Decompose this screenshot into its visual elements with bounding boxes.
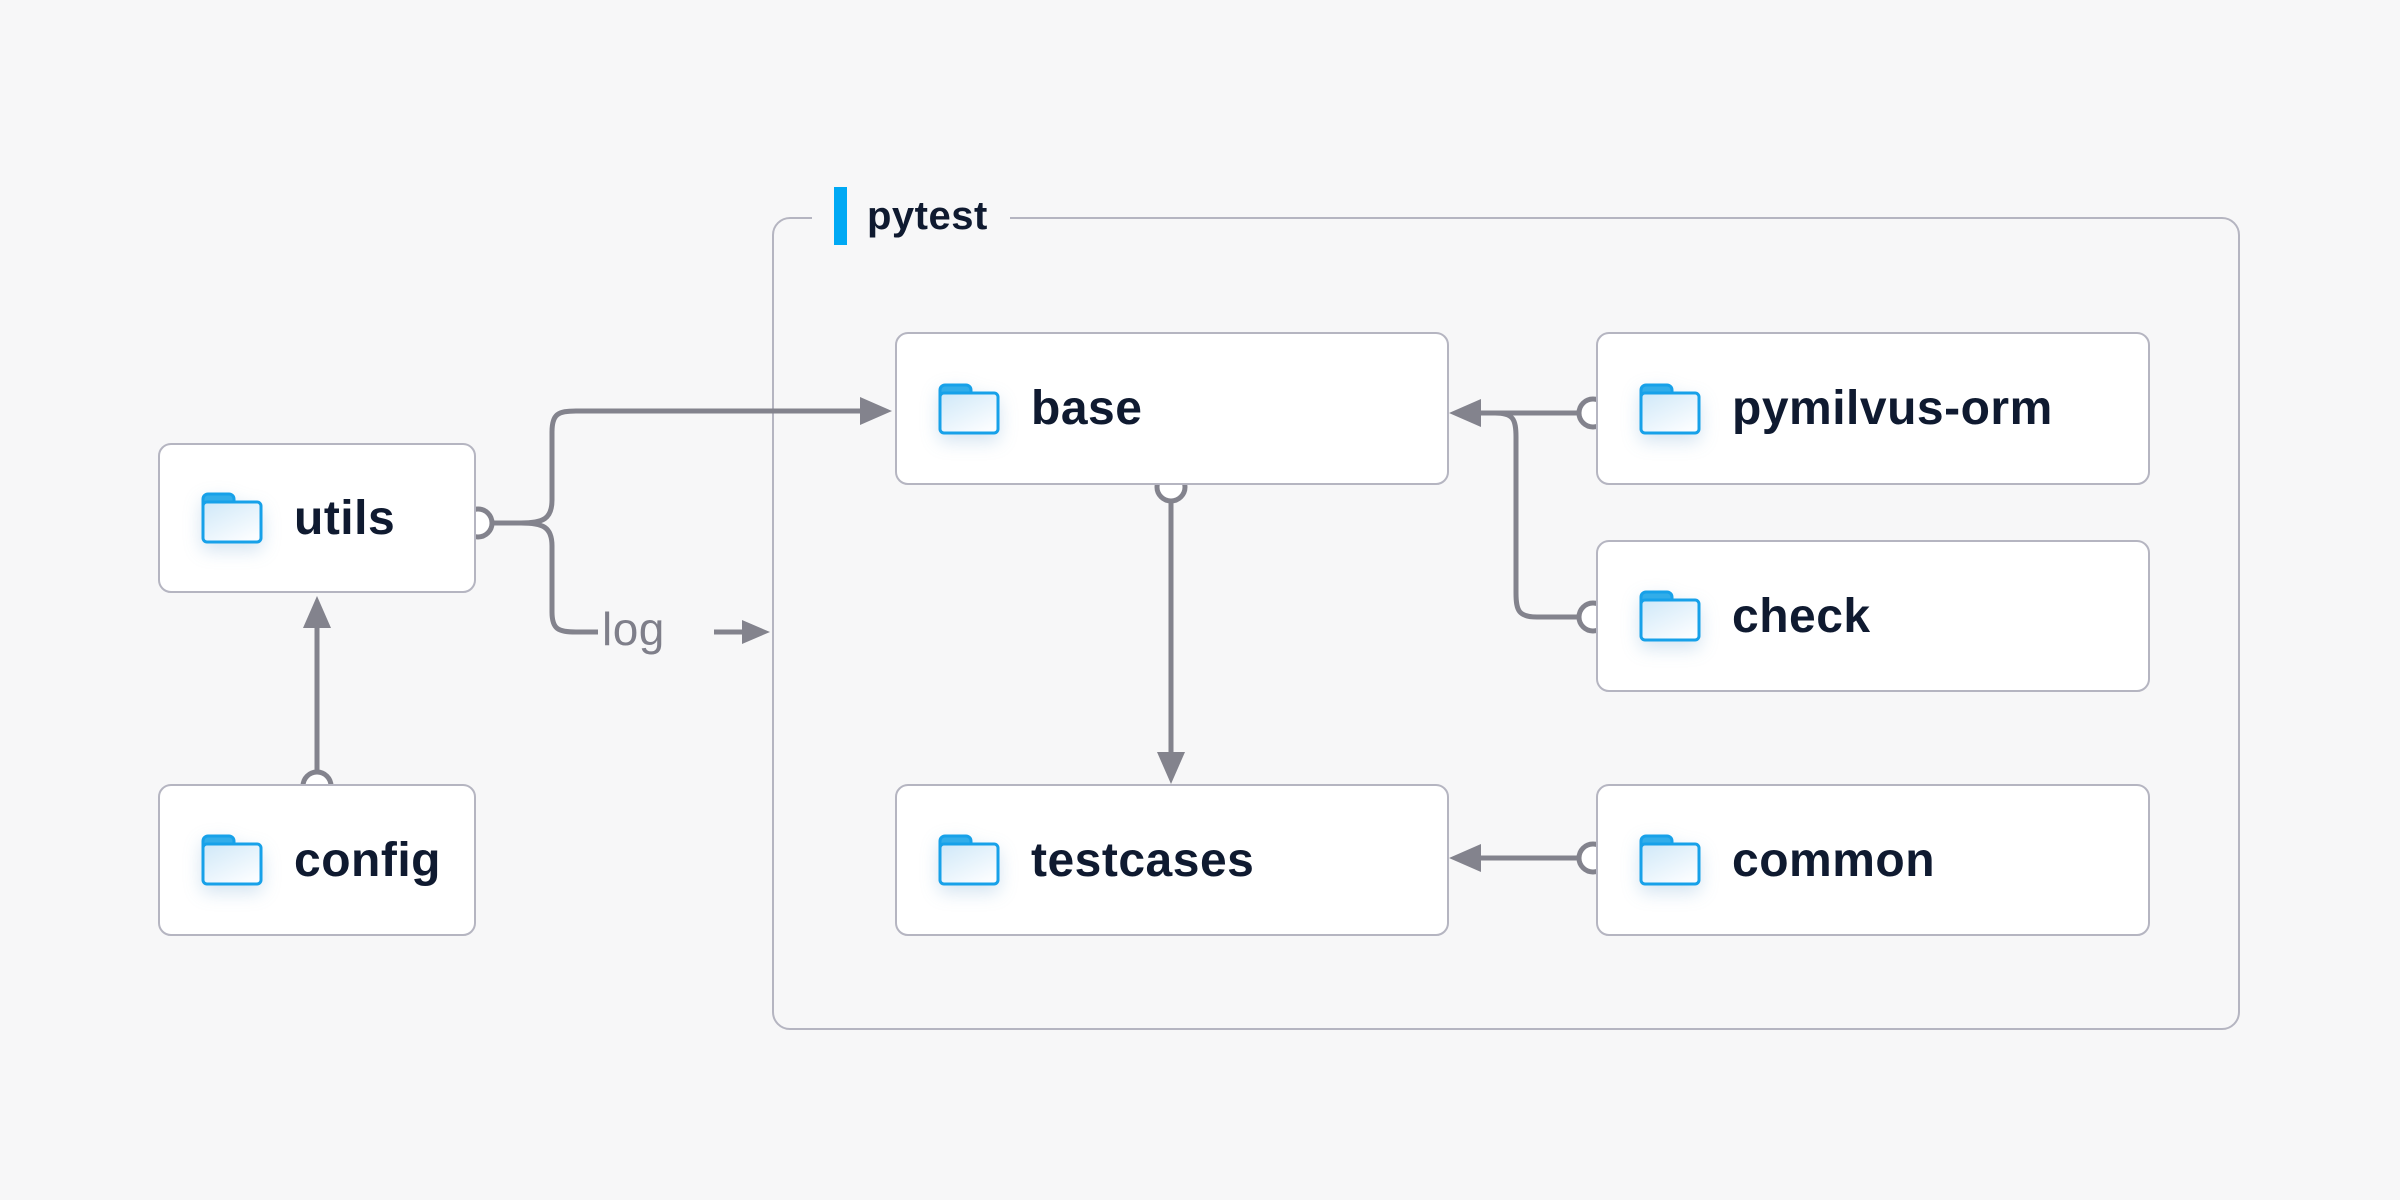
folder-icon (1639, 590, 1701, 642)
node-utils: utils (158, 443, 476, 593)
edge-pymilvus-orm-base (1449, 396, 1610, 430)
edge-utils-log (520, 520, 770, 644)
edge-utils-base (492, 397, 892, 526)
pytest-group-border (772, 217, 2240, 1030)
node-base: base (895, 332, 1449, 485)
folder-icon (201, 834, 263, 886)
folder-icon (938, 383, 1000, 434)
node-config: config (158, 784, 476, 936)
folder-icon (1639, 834, 1701, 886)
node-label: common (1732, 833, 1936, 887)
node-common: common (1596, 784, 2150, 936)
pytest-group-label: pytest (812, 184, 1010, 248)
node-pymilvus-orm: pymilvus-orm (1596, 332, 2150, 485)
node-label: base (1031, 382, 1143, 435)
node-testcases: testcases (895, 784, 1449, 936)
folder-icon (201, 492, 263, 544)
group-title: pytest (867, 193, 988, 238)
accent-bar (834, 187, 847, 245)
node-label: check (1732, 589, 1871, 643)
node-label: testcases (1031, 833, 1255, 887)
folder-icon (938, 834, 1000, 886)
node-label: config (294, 833, 441, 887)
edge-label-log: log (602, 603, 665, 655)
edge-base-testcases (1154, 470, 1188, 784)
node-label: utils (294, 491, 396, 545)
edge-config-utils (300, 596, 334, 803)
edge-check-base (1481, 410, 1610, 634)
node-label: pymilvus-orm (1732, 382, 2053, 435)
node-check: check (1596, 540, 2150, 692)
edge-common-testcases (1449, 841, 1610, 875)
folder-icon (1639, 383, 1701, 434)
